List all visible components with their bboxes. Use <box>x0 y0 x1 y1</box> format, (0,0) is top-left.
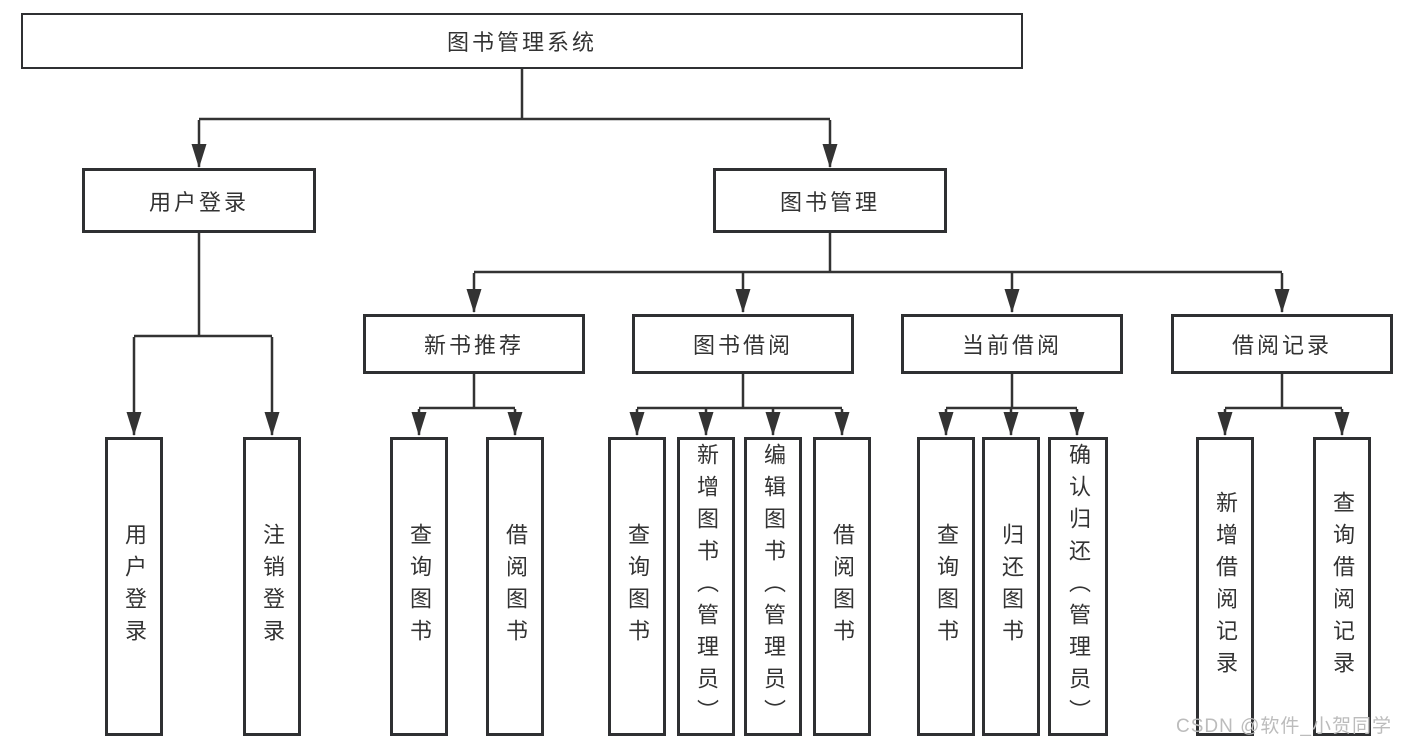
node-new-book-recommend: 新书推荐 <box>363 314 585 374</box>
leaf-bb-edit-book-admin-label: 编辑图书（管理员） <box>761 442 786 731</box>
leaf-cb-return-book-label: 归还图书 <box>999 522 1024 651</box>
leaf-nb-borrow-book-label: 借阅图书 <box>503 522 528 651</box>
leaf-user-login: 用户登录 <box>105 437 163 736</box>
leaf-bb-edit-book-admin: 编辑图书（管理员） <box>744 437 802 736</box>
leaf-br-query-borrow-record-label: 查询借阅记录 <box>1330 490 1355 683</box>
node-borrow-record-label: 借阅记录 <box>1231 333 1332 358</box>
node-borrow-record: 借阅记录 <box>1171 314 1393 374</box>
leaf-user-login-label: 用户登录 <box>122 522 147 651</box>
leaf-br-add-borrow-record-label: 新增借阅记录 <box>1213 490 1238 683</box>
node-user-login-label: 用户登录 <box>148 189 249 215</box>
node-current-borrow-label: 当前借阅 <box>961 333 1062 358</box>
node-book-borrow-label: 图书借阅 <box>692 333 793 358</box>
leaf-logout-login: 注销登录 <box>243 437 301 736</box>
leaf-nb-borrow-book: 借阅图书 <box>486 437 544 736</box>
leaf-bb-add-book-admin-label: 新增图书（管理员） <box>694 442 719 731</box>
node-root: 图书管理系统 <box>21 13 1023 69</box>
leaf-nb-query-book: 查询图书 <box>390 437 448 736</box>
leaf-bb-add-book-admin: 新增图书（管理员） <box>677 437 735 736</box>
node-new-book-recommend-label: 新书推荐 <box>423 333 524 358</box>
node-book-borrow: 图书借阅 <box>632 314 854 374</box>
leaf-bb-query-book-label: 查询图书 <box>625 522 650 651</box>
leaf-bb-borrow-book-label: 借阅图书 <box>830 522 855 651</box>
leaf-cb-return-book: 归还图书 <box>982 437 1040 736</box>
leaf-bb-borrow-book: 借阅图书 <box>813 437 871 736</box>
node-book-management-label: 图书管理 <box>779 189 880 215</box>
node-user-login: 用户登录 <box>82 168 316 233</box>
leaf-cb-query-book: 查询图书 <box>917 437 975 736</box>
node-root-label: 图书管理系统 <box>446 30 597 55</box>
leaf-br-add-borrow-record: 新增借阅记录 <box>1196 437 1254 736</box>
leaf-bb-query-book: 查询图书 <box>608 437 666 736</box>
leaf-cb-confirm-return-admin: 确认归还（管理员） <box>1048 437 1108 736</box>
leaf-cb-query-book-label: 查询图书 <box>934 522 959 651</box>
leaf-cb-confirm-return-admin-label: 确认归还（管理员） <box>1066 442 1091 731</box>
csdn-watermark: CSDN @软件_小贺同学 <box>1176 716 1392 737</box>
leaf-nb-query-book-label: 查询图书 <box>407 522 432 651</box>
node-book-management: 图书管理 <box>713 168 947 233</box>
leaf-logout-login-label: 注销登录 <box>260 522 285 651</box>
leaf-br-query-borrow-record: 查询借阅记录 <box>1313 437 1371 736</box>
node-current-borrow: 当前借阅 <box>901 314 1123 374</box>
